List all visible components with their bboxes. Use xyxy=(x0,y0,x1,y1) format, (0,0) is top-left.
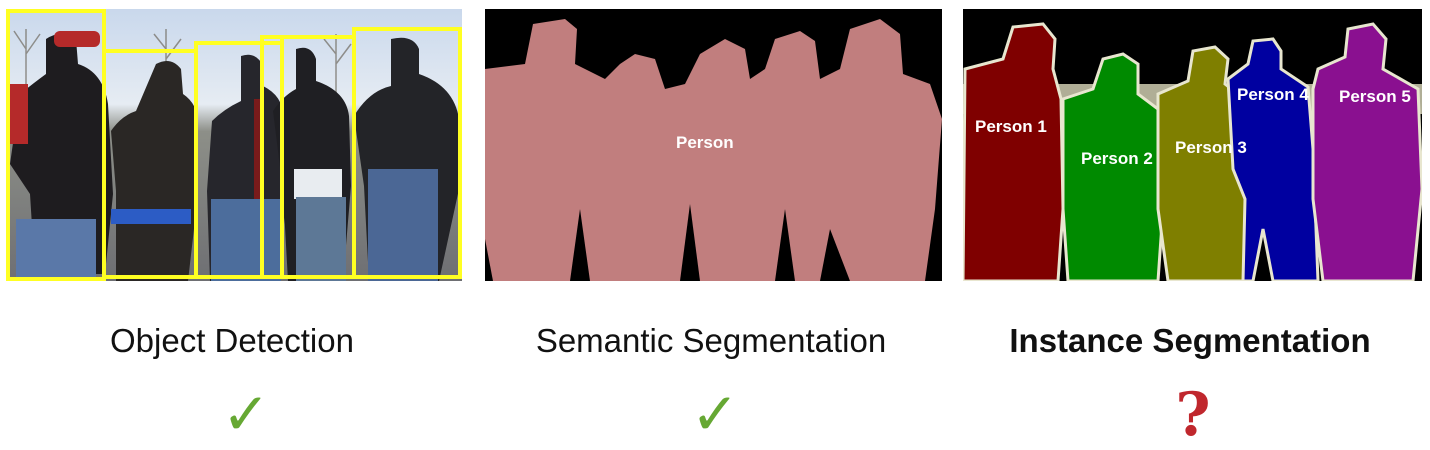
semantic-segmentation-image: Person xyxy=(485,9,942,281)
semantic-mask xyxy=(485,19,942,281)
instance-label-1: Person 1 xyxy=(975,117,1047,136)
instance-label-3: Person 3 xyxy=(1175,138,1247,157)
people-figures xyxy=(8,31,459,281)
semantic-label: Person xyxy=(676,133,734,152)
detection-photo xyxy=(6,9,462,281)
instance-person-1 xyxy=(963,22,1065,281)
question-mark-icon: ? xyxy=(1175,380,1211,450)
instance-label-5: Person 5 xyxy=(1339,87,1411,106)
box-5 xyxy=(352,27,462,279)
checkmark-icon: ✓ xyxy=(690,382,740,447)
instance-person-5 xyxy=(1311,22,1422,281)
instance-label-4: Person 4 xyxy=(1237,85,1309,104)
checkmark-icon: ✓ xyxy=(221,382,271,447)
detection-boxes xyxy=(6,9,462,281)
instance-mask xyxy=(963,22,1422,281)
caption-object-detection: Object Detection xyxy=(110,322,354,359)
instance-label-2: Person 2 xyxy=(1081,149,1153,168)
object-detection-image xyxy=(6,9,462,281)
caption-semantic-segmentation: Semantic Segmentation xyxy=(535,322,887,359)
instance-person-2 xyxy=(1061,52,1165,281)
instance-segmentation-image: Person 1 Person 2 Person 3 Person 4 Pers… xyxy=(963,9,1422,281)
person-mask xyxy=(485,19,942,281)
caption-instance-segmentation: Instance Segmentation xyxy=(1009,322,1371,359)
